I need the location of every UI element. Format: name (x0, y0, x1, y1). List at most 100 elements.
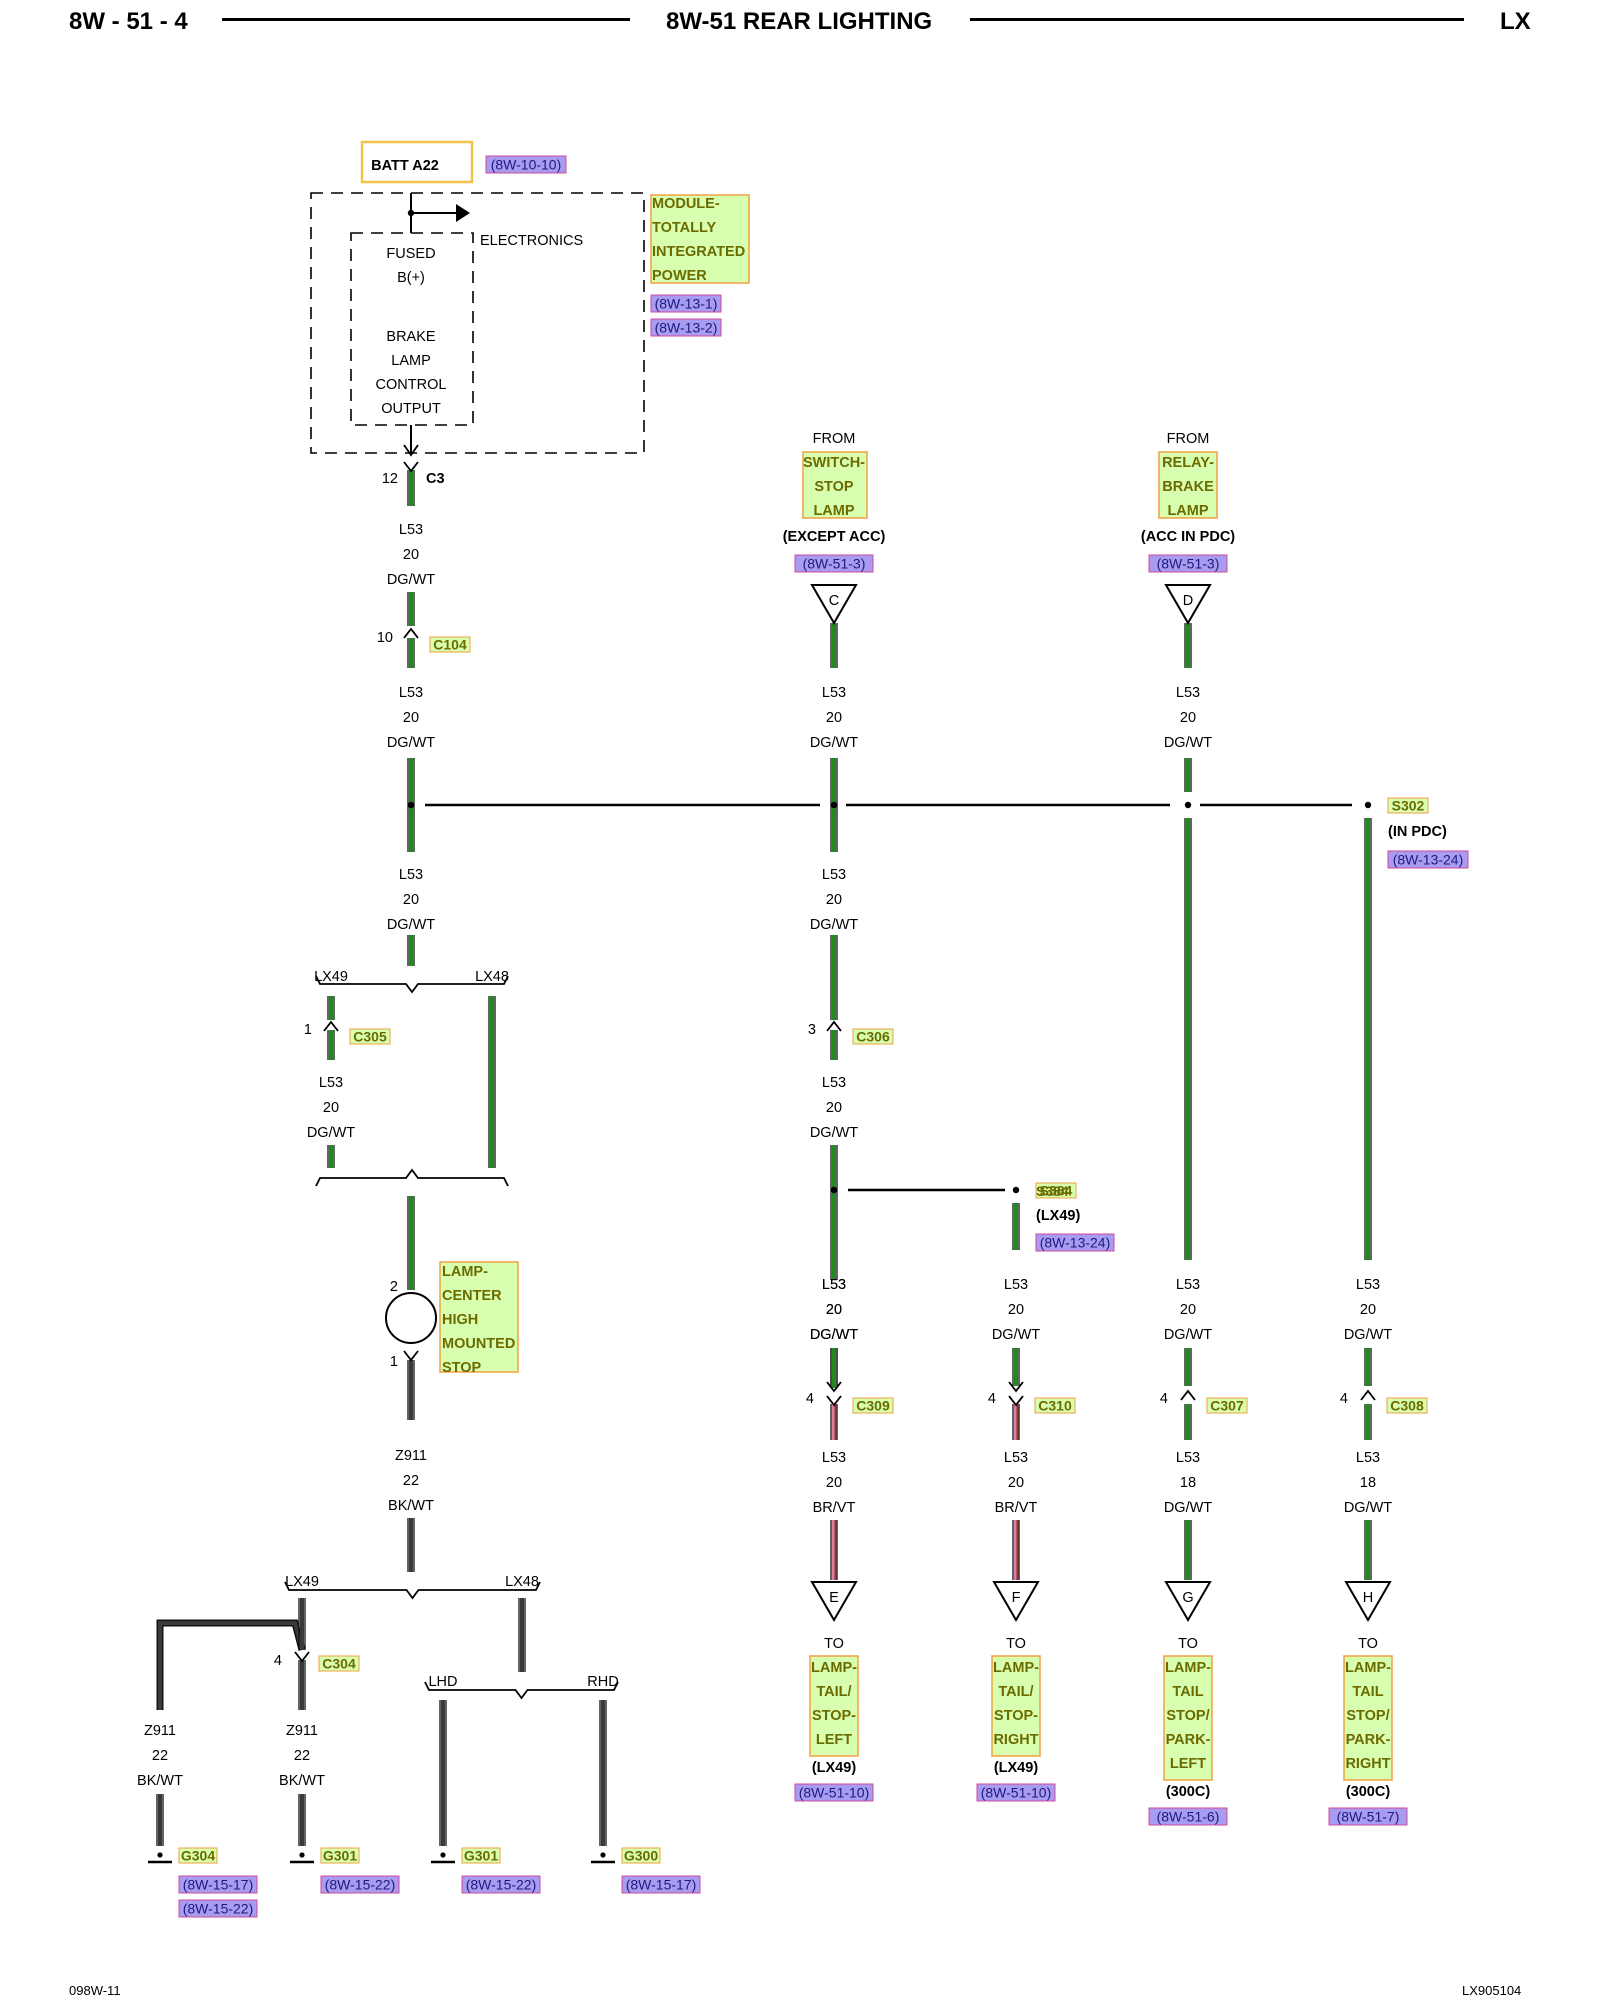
wire-gauge: 20 (403, 710, 419, 726)
pin-number: 3 (808, 1022, 816, 1038)
wire-gauge: 20 (1180, 710, 1196, 726)
ref-box (794, 554, 874, 573)
connector-tag (318, 1655, 360, 1672)
connector-tag (461, 1847, 501, 1864)
destination-name: TAIL (1352, 1684, 1383, 1700)
wire-gauge: 20 (826, 1302, 842, 1318)
circuit-number: L53 (822, 1277, 846, 1293)
source-name: BRAKE (1162, 479, 1214, 495)
wire-gauge: 20 (1360, 1302, 1376, 1318)
wire-gauge: 20 (403, 547, 419, 563)
wire-color: DG/WT (1344, 1327, 1392, 1343)
page-reference: (8W-15-17) (626, 1877, 697, 1893)
output-label: BRAKE (386, 329, 435, 345)
splice-dot (1364, 801, 1372, 809)
connector-triangle (810, 1581, 858, 1622)
branch-brace (315, 1168, 509, 1187)
symbol-layer (157, 192, 1392, 1858)
circuit-number: L53 (822, 867, 846, 883)
ground-dot (157, 1852, 163, 1858)
circuit-number: L53 (822, 1075, 846, 1091)
circuit-number: Z911 (144, 1723, 176, 1739)
triangle-letter: G (1182, 1590, 1193, 1606)
footer-right: LX905104 (1462, 1983, 1522, 1998)
circuit-number: L53 (822, 1450, 846, 1466)
batt-label: BATT A22 (371, 158, 439, 174)
destination-name: STOP- (994, 1708, 1038, 1724)
destination-note: (LX49) (812, 1760, 856, 1776)
branch-label: LX49 (314, 969, 348, 985)
branch-brace (284, 1581, 541, 1600)
circuit-number: Z911 (286, 1723, 318, 1739)
wire-color: DG/WT (387, 735, 435, 751)
to-label: TO (1006, 1636, 1026, 1652)
page-reference: (8W-13-2) (655, 320, 718, 336)
page-reference: (8W-15-17) (183, 1877, 254, 1893)
chmsl-name-box (439, 1261, 519, 1373)
circuit-number: L53 (1176, 685, 1200, 701)
to-label: TO (1358, 1636, 1378, 1652)
source-name: STOP (814, 479, 854, 495)
destination-name: LEFT (1170, 1756, 1206, 1772)
to-label: TO (824, 1636, 844, 1652)
source-name: LAMP (1167, 503, 1208, 519)
wire-gauge: 20 (1008, 1475, 1024, 1491)
connector-chevron (403, 1350, 419, 1362)
connector-chevron (323, 1020, 339, 1032)
lamp-name: HIGH (442, 1312, 478, 1328)
connector-chevron (403, 627, 419, 639)
connector-id: G301 (323, 1848, 357, 1864)
connector-id: G301 (464, 1848, 498, 1864)
connector-chevron (1360, 1389, 1376, 1401)
relay-name-box (1158, 451, 1218, 519)
wire-color: DG/WT (387, 572, 435, 588)
output-label: LAMP (391, 353, 431, 369)
ref-box (1148, 1807, 1228, 1826)
wire-color: DG/WT (810, 1327, 858, 1343)
connector-id: C304 (322, 1656, 356, 1672)
destination-note: (LX49) (994, 1760, 1038, 1776)
destination-name: RIGHT (1345, 1756, 1390, 1772)
destination-name: PARK- (1346, 1732, 1391, 1748)
page-reference: (8W-13-24) (1393, 852, 1464, 868)
circuit-number: L53 (399, 685, 423, 701)
source-note: (ACC IN PDC) (1141, 529, 1235, 545)
destination-name-box (1343, 1655, 1393, 1781)
splice-dot (407, 801, 415, 809)
wire-color: DG/WT (1164, 1500, 1212, 1516)
splice-dot (1184, 801, 1192, 809)
connector-chevron (294, 1651, 310, 1663)
page-reference: (8W-51-3) (1157, 556, 1220, 572)
lamp-circle (385, 1292, 437, 1344)
connector-id: C3 (426, 471, 445, 487)
connector-id: C308 (1390, 1398, 1424, 1414)
circuit-number: Z911 (395, 1448, 427, 1464)
wire-color: BK/WT (137, 1773, 183, 1789)
connector-triangle (992, 1581, 1040, 1622)
page-reference: (8W-10-10) (491, 157, 562, 173)
text-layer: BATT A22(8W-10-10)ELECTRONICSFUSEDB(+)BR… (137, 157, 1463, 1917)
splice-note: (IN PDC) (1388, 824, 1447, 840)
destination-name: TAIL/ (816, 1684, 851, 1700)
ref-box (178, 1875, 258, 1894)
wire-gauge: 20 (826, 892, 842, 908)
connector-chevron (403, 461, 419, 473)
lamp-name: MOUNTED (442, 1336, 515, 1352)
wire-color: DG/WT (810, 917, 858, 933)
connector-id: G304 (181, 1848, 215, 1864)
ground-dot (600, 1852, 606, 1858)
junction-dot (407, 209, 415, 217)
ref-box (1387, 850, 1469, 869)
wire-gauge: 20 (1008, 1302, 1024, 1318)
connector-id: S302 (1392, 798, 1425, 814)
destination-name: PARK- (1166, 1732, 1211, 1748)
fused-label: B(+) (397, 270, 425, 286)
connector-tag (1386, 1397, 1428, 1414)
destination-name: RIGHT (993, 1732, 1038, 1748)
branch-brace (424, 1681, 619, 1700)
connector-triangle (1164, 1581, 1212, 1622)
circuit-number: L53 (399, 867, 423, 883)
wire-gauge: 20 (826, 710, 842, 726)
label-box-layer (178, 140, 1469, 1918)
lamp-name: LAMP- (442, 1264, 488, 1280)
